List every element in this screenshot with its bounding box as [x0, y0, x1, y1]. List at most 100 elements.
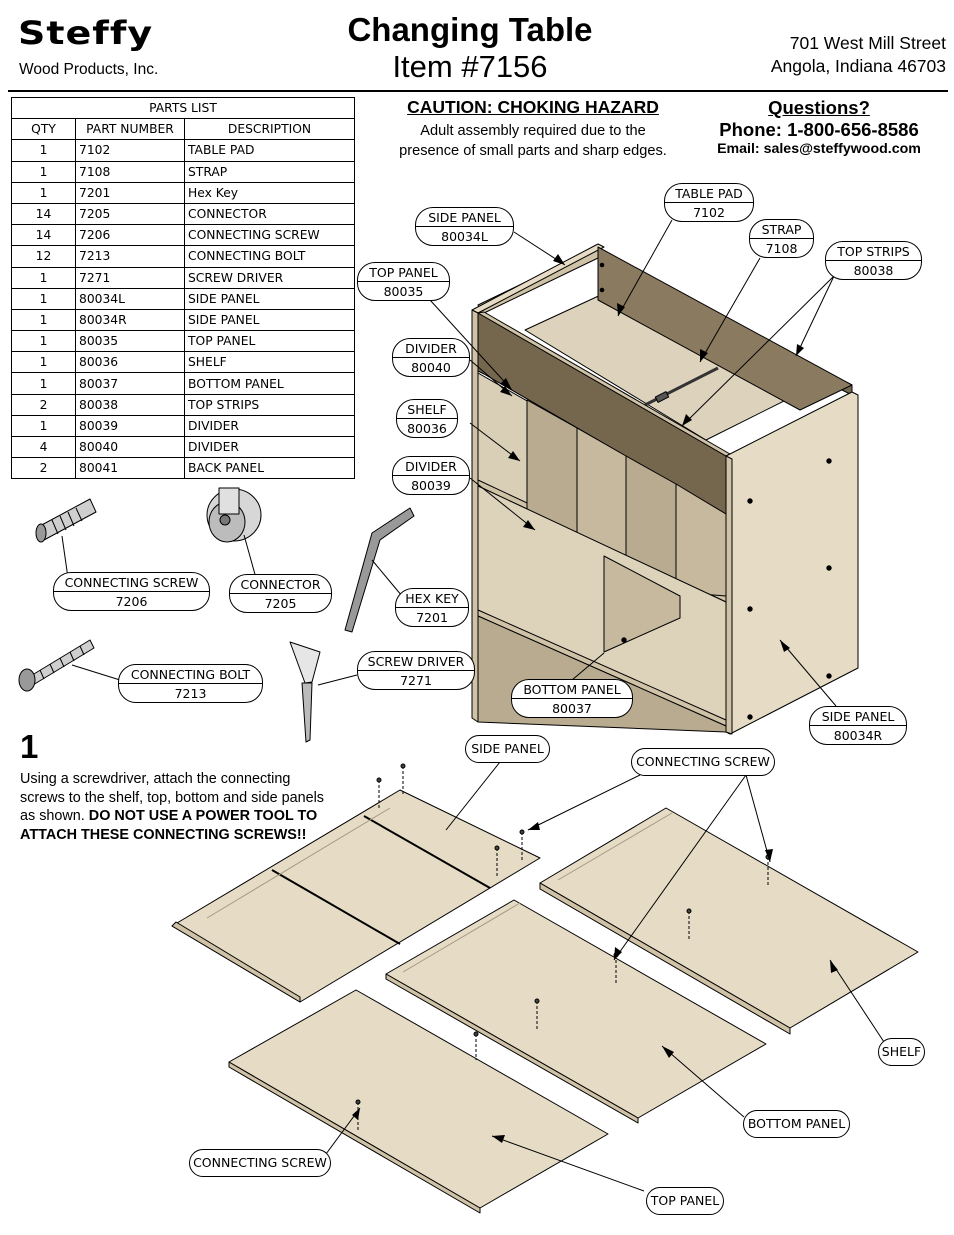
- label-top-panel: TOP PANEL: [646, 1187, 724, 1215]
- leader-arrowheads: [352, 254, 838, 1143]
- callout-label: TOP PANEL: [358, 263, 449, 282]
- column-header-qty: QTY: [11, 118, 76, 141]
- callout-label: SIDE PANEL: [810, 707, 906, 726]
- cell-qty: 12: [11, 245, 76, 268]
- screw-driver-drawing: [289, 641, 321, 743]
- cell-description: Hex Key: [184, 181, 355, 204]
- parts-list-table: PARTS LIST QTY PART NUMBER DESCRIPTION 1…: [11, 96, 355, 480]
- cell-description: TABLE PAD: [184, 139, 355, 162]
- callout-hex-key: HEX KEY 7201: [395, 588, 469, 627]
- cell-part-number: 80040: [75, 435, 185, 459]
- hex-key-drawing: [344, 507, 415, 633]
- email-address[interactable]: Email: sales@steffywood.com: [717, 141, 921, 157]
- page-title: Changing Table: [347, 11, 593, 48]
- step-instruction-text: Using a screwdriver, attach the connecti…: [20, 771, 324, 824]
- label-connecting-screw-bottom: CONNECTING SCREW: [189, 1149, 331, 1177]
- callout-label: CONNECTING BOLT: [119, 665, 262, 684]
- cell-description: SCREW DRIVER: [184, 266, 355, 289]
- callout-label: TABLE PAD: [665, 184, 753, 203]
- callout-number: 80040: [411, 359, 451, 375]
- questions-title: Questions?: [768, 97, 870, 118]
- callout-label: CONNECTOR: [230, 575, 331, 594]
- header-divider: [8, 90, 948, 92]
- callout-number: 80037: [552, 700, 592, 716]
- callout-top-strips: TOP STRIPS 80038: [825, 241, 922, 280]
- label-side-panel: SIDE PANEL: [465, 735, 550, 763]
- connecting-bolt-drawing: [18, 639, 95, 692]
- callout-label: DIVIDER: [393, 457, 469, 476]
- callout-label: CONNECTING SCREW: [54, 573, 209, 592]
- cabinet-right-side-front-edge: [725, 455, 733, 735]
- cell-description: CONNECTING BOLT: [184, 245, 355, 268]
- label-shelf: SHELF: [878, 1038, 925, 1066]
- callout-label: SHELF: [397, 400, 457, 419]
- cabinet-top-rim: [597, 246, 853, 411]
- caution-line-2: presence of small parts and sharp edges.: [399, 143, 667, 159]
- cell-description: TOP STRIPS: [184, 393, 355, 416]
- company-subtitle: Wood Products, Inc.: [19, 61, 159, 78]
- step-instructions: Using a screwdriver, attach the connecti…: [20, 770, 325, 844]
- callout-side-panel-left: SIDE PANEL 80034L: [415, 207, 514, 246]
- callout-connector: CONNECTOR 7205: [229, 574, 332, 613]
- callout-label: BOTTOM PANEL: [512, 680, 632, 699]
- cell-part-number: 80038: [75, 393, 185, 416]
- label-bottom-panel: BOTTOM PANEL: [743, 1110, 850, 1138]
- cell-description: CONNECTING SCREW: [184, 224, 355, 247]
- callout-top-panel: TOP PANEL 80035: [357, 262, 450, 301]
- cell-description: BOTTOM PANEL: [184, 372, 355, 395]
- callout-label: SCREW DRIVER: [358, 652, 474, 671]
- caution-text: Adult assembly required due to the prese…: [381, 121, 685, 161]
- callout-number: 80035: [383, 283, 424, 299]
- callout-label: DIVIDER: [393, 339, 469, 358]
- caution-title: CAUTION: CHOKING HAZARD: [407, 97, 659, 117]
- phone-number[interactable]: Phone: 1-800-656-8586: [719, 119, 919, 140]
- step-number: 1: [20, 728, 39, 765]
- cell-description: BACK PANEL: [184, 457, 355, 480]
- callout-number: 7201: [416, 609, 448, 625]
- column-header-description: DESCRIPTION: [184, 118, 355, 141]
- address-line-1: 701 West Mill Street: [789, 33, 946, 53]
- callout-number: 80038: [853, 262, 894, 278]
- callout-number: 80034R: [833, 727, 883, 743]
- callout-connecting-screw: CONNECTING SCREW 7206: [53, 572, 210, 611]
- callout-bottom-panel: BOTTOM PANEL 80037: [511, 679, 633, 718]
- callout-divider-80039: DIVIDER 80039: [392, 456, 470, 495]
- callout-label: HEX KEY: [396, 589, 468, 608]
- callout-number: 80039: [411, 477, 451, 493]
- callout-shelf: SHELF 80036: [396, 399, 458, 438]
- callout-number: 7206: [115, 593, 148, 609]
- callout-label: TOP STRIPS: [826, 242, 921, 261]
- callout-label: SIDE PANEL: [416, 208, 513, 227]
- item-number: Item #7156: [392, 49, 548, 84]
- cell-part-number: 80035: [75, 330, 185, 353]
- callout-number: 7205: [264, 595, 297, 611]
- callout-connecting-bolt: CONNECTING BOLT 7213: [118, 664, 263, 703]
- callout-number: 7271: [400, 672, 432, 688]
- cell-description: DIVIDER: [184, 414, 355, 438]
- step-warning-text: DO NOT USE A POWER TOOL TO ATTACH THESE …: [20, 808, 318, 843]
- callout-number: 7213: [174, 685, 207, 701]
- callout-divider-80040: DIVIDER 80040: [392, 338, 470, 377]
- cell-qty: 2: [11, 457, 76, 480]
- callout-screw-driver: SCREW DRIVER 7271: [357, 651, 475, 690]
- callout-strap: STRAP 7108: [749, 219, 814, 258]
- connecting-screw-drawing: [35, 498, 97, 543]
- connector-drawing: [206, 487, 262, 543]
- label-connecting-screw-top: CONNECTING SCREW: [631, 748, 775, 776]
- address-line-2: Angola, Indiana 46703: [770, 56, 946, 76]
- cabinet-right-side-panel: [725, 391, 859, 735]
